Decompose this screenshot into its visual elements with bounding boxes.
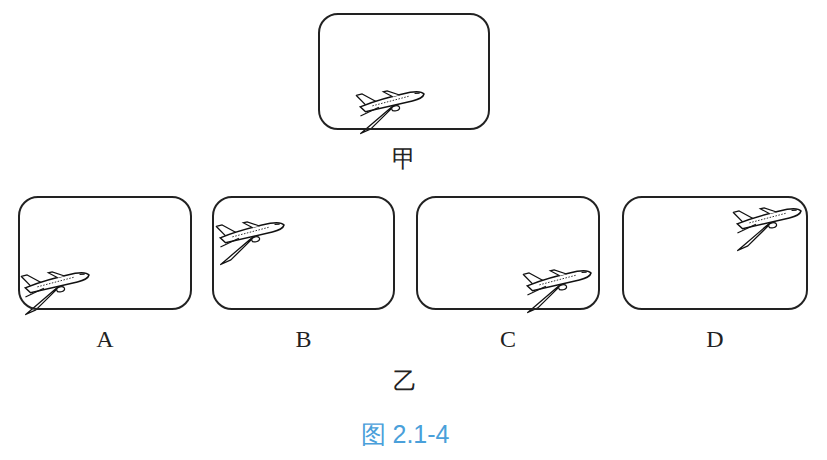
airplane [518, 258, 596, 312]
picture-frame: C [416, 196, 600, 310]
frame-label: B [295, 326, 311, 352]
frame-label: C [500, 326, 516, 352]
airplane [728, 196, 806, 250]
frame-label: 甲 [392, 146, 416, 172]
airplane [211, 210, 289, 264]
airplane [351, 79, 429, 133]
frame-label: D [706, 326, 723, 352]
group-label: 乙 [393, 368, 417, 394]
picture-frame: D [622, 196, 808, 310]
picture-frame: 甲 [318, 13, 490, 130]
picture-frame: A [18, 196, 192, 310]
picture-frame: B [212, 196, 395, 310]
figure-caption: 图 2.1-4 [361, 421, 450, 449]
frame-label: A [96, 326, 113, 352]
airplane [16, 260, 94, 314]
